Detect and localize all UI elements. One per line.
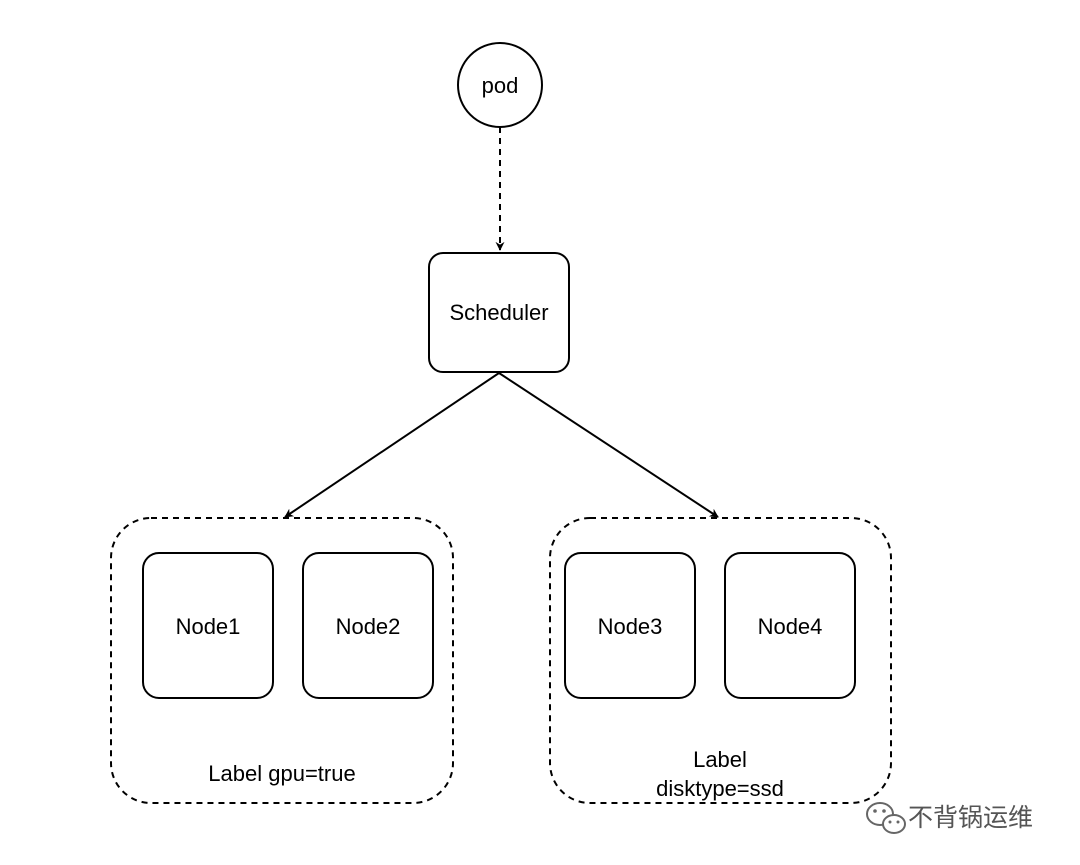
gpu-node-group: Node1 Node2 Label gpu=true — [110, 517, 454, 804]
gpu-group-label: Label gpu=true — [208, 761, 355, 786]
node4-box[interactable]: Node4 — [724, 552, 856, 699]
ssd-group-label-line1: Label — [693, 747, 747, 772]
scheduler-node[interactable]: Scheduler — [428, 252, 570, 373]
pod-node[interactable]: pod — [457, 42, 543, 128]
watermark: 不背锅运维 — [866, 802, 1033, 834]
scheduler-to-gpu-group-arrow — [284, 372, 500, 518]
node3-box[interactable]: Node3 — [564, 552, 696, 699]
scheduler-to-ssd-group-arrow — [498, 372, 719, 518]
pod-label: pod — [482, 73, 519, 98]
node2-box[interactable]: Node2 — [302, 552, 434, 699]
wechat-icon — [866, 802, 906, 834]
ssd-group-label-line2: disktype=ssd — [656, 776, 784, 801]
node4-label: Node4 — [758, 614, 823, 639]
node1-label: Node1 — [176, 614, 241, 639]
ssd-node-group: Node3 Node4 Label disktype=ssd — [549, 517, 892, 804]
watermark-text: 不背锅运维 — [908, 803, 1033, 832]
node1-box[interactable]: Node1 — [142, 552, 274, 699]
scheduler-label: Scheduler — [449, 300, 548, 325]
node3-label: Node3 — [598, 614, 663, 639]
node2-label: Node2 — [336, 614, 401, 639]
